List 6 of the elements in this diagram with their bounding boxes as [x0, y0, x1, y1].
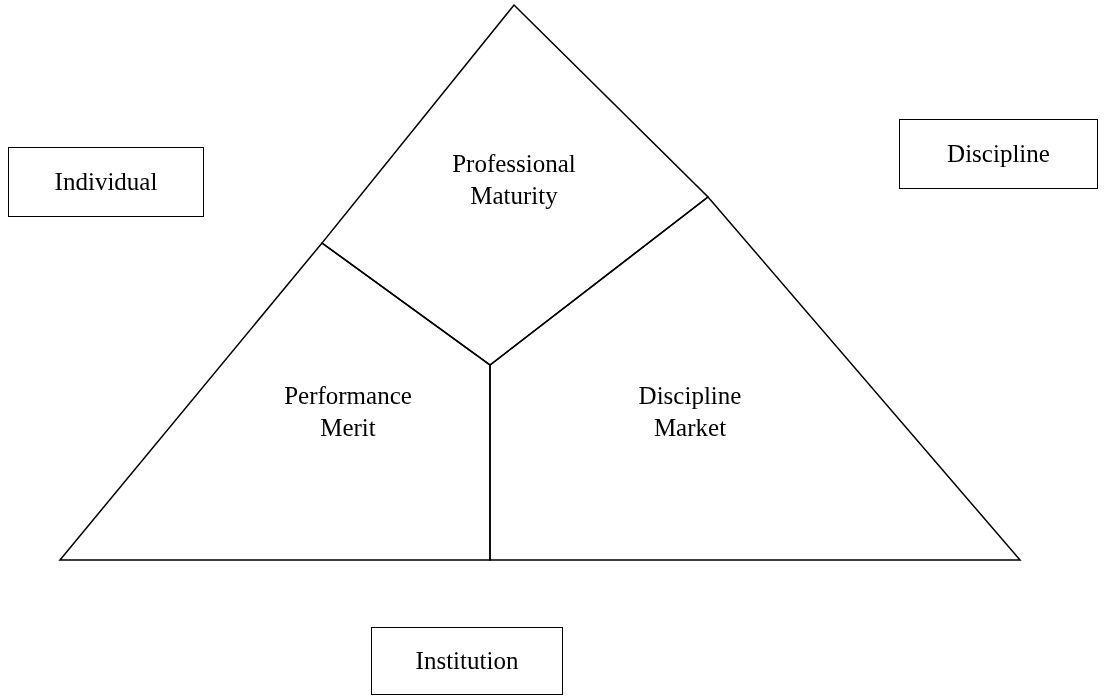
text-box: Institution: [371, 627, 563, 695]
segment-label: Performance Merit: [283, 381, 413, 443]
segment-label: Professional Maturity: [451, 149, 577, 211]
segment-label: Discipline Market: [637, 381, 743, 443]
text-box: Individual: [8, 147, 204, 217]
text-box: Discipline: [899, 119, 1098, 189]
